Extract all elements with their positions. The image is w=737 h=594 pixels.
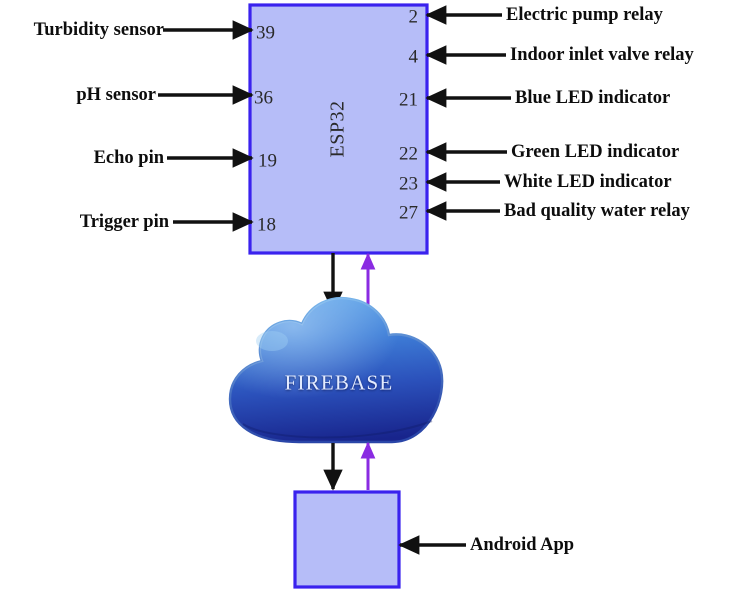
pin-number-39: 39: [256, 22, 275, 44]
pin-number-2: 2: [408, 6, 419, 28]
input-label-turbidity-sensor: Turbidity sensor: [33, 19, 164, 40]
cloud-icon[interactable]: [228, 296, 444, 444]
output-label-white-led-indicator: White LED indicator: [504, 171, 672, 192]
output-label-indoor-inlet-valve-relay: Indoor inlet valve relay: [510, 44, 694, 65]
output-label-green-led-indicator: Green LED indicator: [511, 141, 680, 162]
client-box[interactable]: [293, 490, 401, 589]
pin-number-18: 18: [257, 214, 276, 236]
output-label-bad-quality-water-relay: Bad quality water relay: [504, 200, 690, 221]
pin-number-23: 23: [399, 173, 418, 195]
output-label-electric-pump-relay: Electric pump relay: [506, 4, 663, 25]
input-label-echo-pin: Echo pin: [93, 147, 164, 168]
input-label-trigger-pin: Trigger pin: [79, 211, 169, 232]
input-label-ph-sensor: pH sensor: [76, 84, 156, 105]
output-label-blue-led-indicator: Blue LED indicator: [515, 87, 671, 108]
pin-number-36: 36: [254, 87, 273, 109]
pin-number-21: 21: [399, 89, 418, 111]
client-label-android-app: Android App: [470, 534, 575, 555]
mcu-box[interactable]: [248, 3, 429, 255]
pin-number-27: 27: [399, 202, 418, 224]
output-connectors: [425, 5, 511, 221]
cloud-name-label: FIREBASE: [284, 370, 394, 395]
pin-number-19: 19: [258, 150, 277, 172]
input-connectors: [158, 20, 254, 232]
pin-number-4: 4: [408, 46, 419, 68]
pin-number-22: 22: [399, 143, 418, 165]
mcu-name-label: ESP32: [326, 100, 349, 158]
